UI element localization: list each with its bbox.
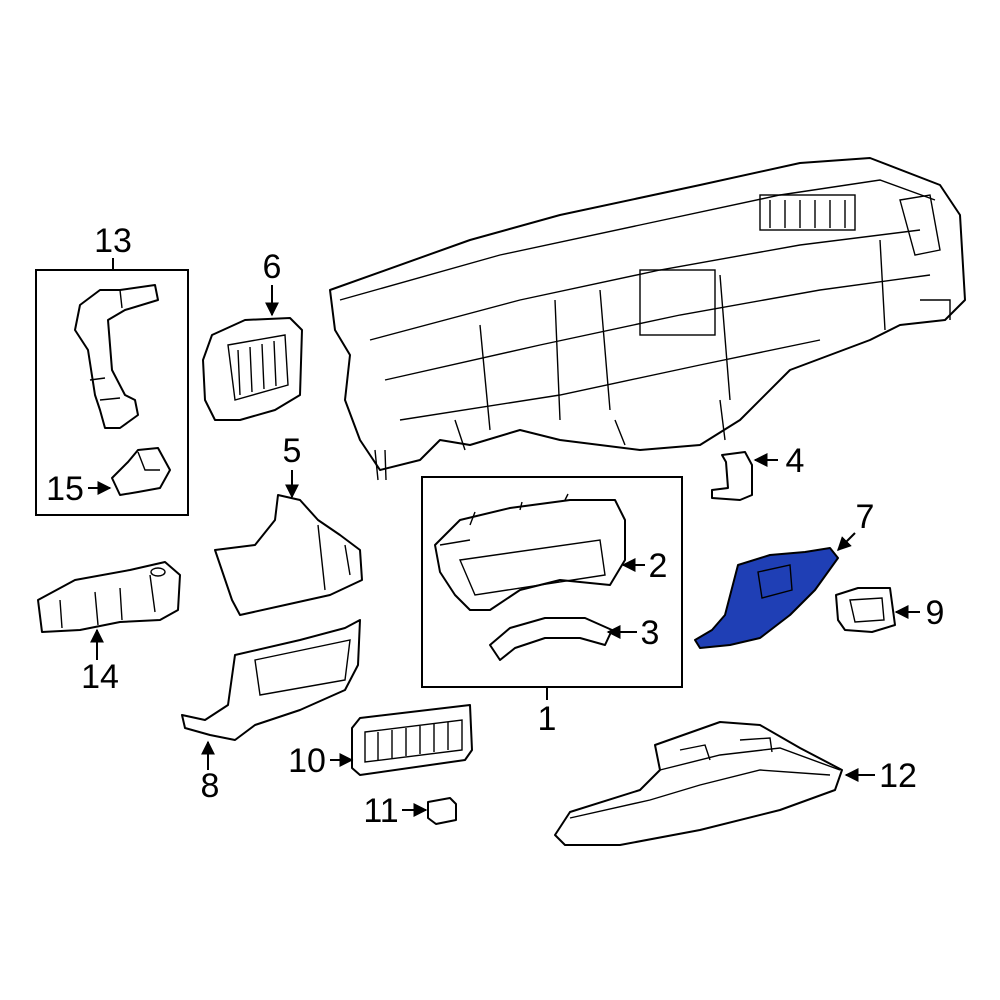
callout-5: 5: [283, 432, 302, 470]
callout-13: 13: [94, 222, 132, 260]
callout-7: 7: [856, 498, 875, 536]
part-14-bracket: [37, 561, 181, 633]
part-5-cover-panel: [214, 494, 363, 616]
part-12-lower-tray: [554, 721, 843, 846]
callout-6: 6: [263, 248, 282, 286]
callout-14: 14: [81, 658, 119, 696]
callout-1: 1: [538, 700, 557, 738]
part-3-trim-ring: [489, 617, 613, 661]
part-13-bracket: [74, 284, 159, 429]
callout-12: 12: [879, 757, 917, 795]
callout-labels: 13 15 6 5 14 8 10 11 1 2 3 4 7 9 12: [46, 222, 944, 830]
group-box-1: [421, 476, 683, 688]
part-4-bracket: [711, 451, 753, 501]
part-11-switch: [427, 797, 457, 825]
part-8-lower-panel: [181, 619, 361, 741]
leaders: [88, 258, 920, 817]
part-15-clip: [111, 447, 171, 496]
callout-15: 15: [46, 470, 84, 508]
part-6-air-vent: [202, 317, 303, 421]
part-10-center-vent: [351, 704, 473, 776]
part-9-frame: [835, 587, 896, 633]
dashboard-frame: [329, 157, 966, 481]
callout-11: 11: [363, 792, 398, 830]
callout-2: 2: [649, 547, 668, 585]
part-2-cluster-bezel: [434, 493, 626, 611]
callout-4: 4: [786, 442, 805, 480]
callout-10: 10: [288, 742, 326, 780]
callout-9: 9: [926, 594, 945, 632]
callout-3: 3: [641, 614, 660, 652]
callout-8: 8: [201, 767, 220, 805]
part-7-highlighted-panel: [694, 547, 839, 649]
